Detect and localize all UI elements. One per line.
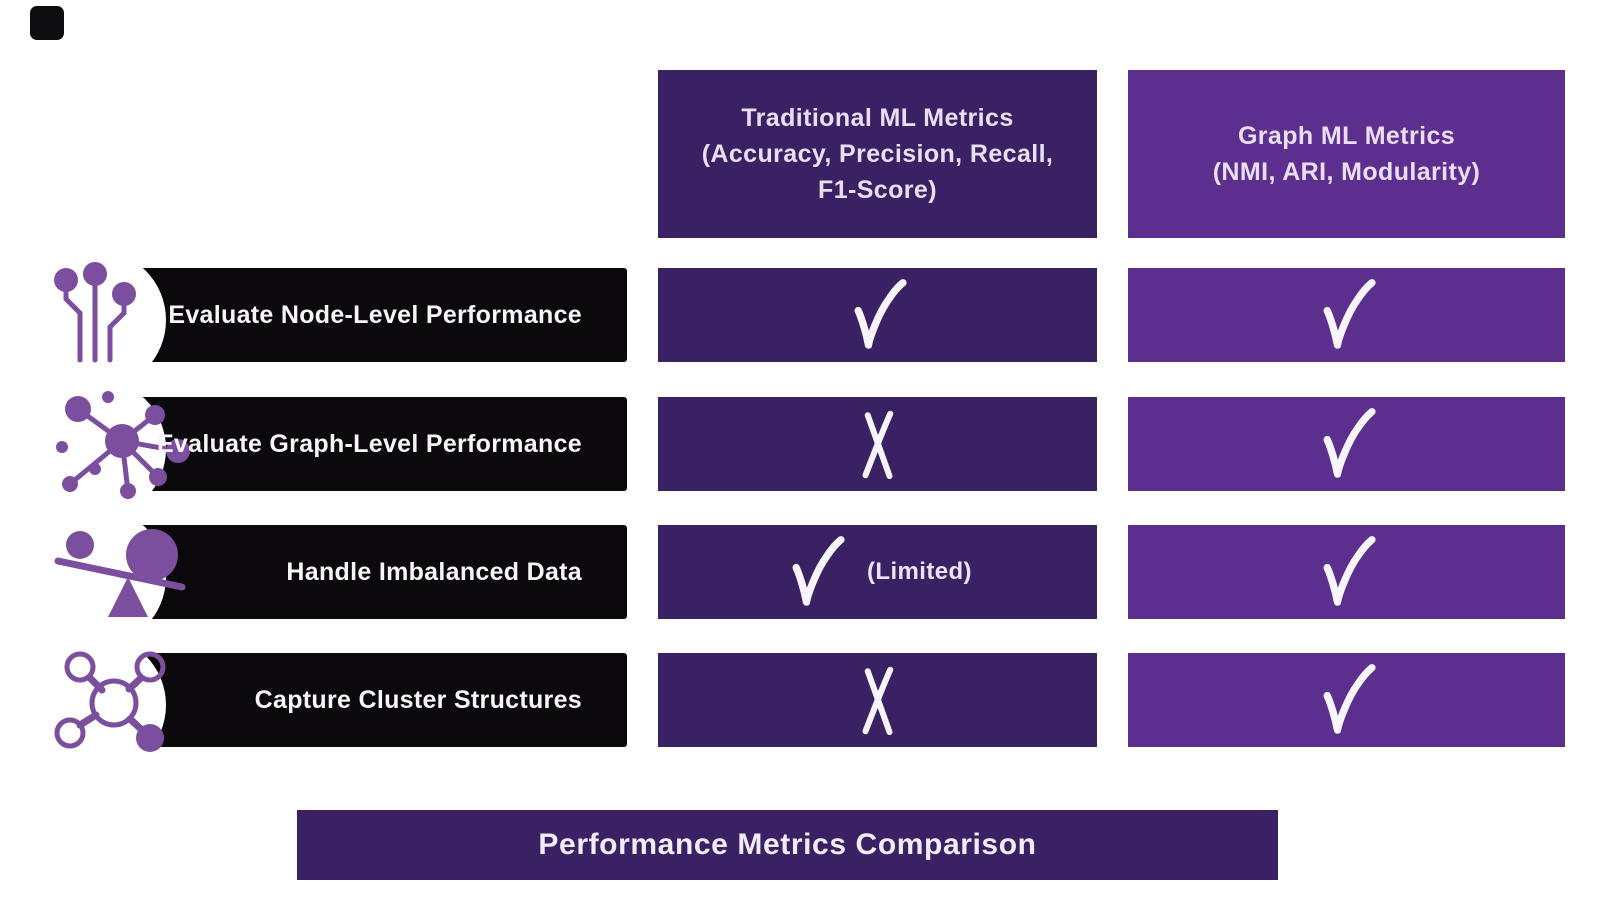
check-mark-icon [1314,278,1380,352]
column-header-line: F1-Score) [818,176,937,205]
corner-marker [30,6,64,40]
check-mark-icon [1314,535,1380,609]
check-mark-icon [1314,407,1380,481]
title-bar: Performance Metrics Comparison [297,810,1278,880]
row-label-bar: Evaluate Graph-Level Performance [100,397,627,491]
node-pins-icon [50,260,195,375]
cell-traditional: (Limited) [658,525,1097,619]
network-hub-icon [50,389,195,504]
table-row: Handle Imbalanced Data (Limited) [0,507,1600,647]
row-label: Capture Cluster Structures [254,685,582,714]
cell-traditional [658,268,1097,362]
cross-mark-icon [855,663,900,738]
column-header-graph: Graph ML Metrics (NMI, ARI, Modularity) [1128,70,1565,238]
imbalanced-scale-icon [50,517,195,632]
check-mark-icon [1314,663,1380,737]
column-header-line: Graph ML Metrics [1237,121,1456,150]
cluster-structure-icon [50,645,195,760]
table-row: Evaluate Graph-Level Performance [0,379,1600,519]
check-mark-icon [845,278,911,352]
cell-graph [1128,397,1565,491]
column-header-traditional: Traditional ML Metrics (Accuracy, Precis… [658,70,1097,238]
row-label: Handle Imbalanced Data [286,557,582,586]
cell-note: (Limited) [867,558,972,585]
check-mark-icon [783,535,849,609]
page-title: Performance Metrics Comparison [538,828,1037,861]
icon-notch [26,379,166,519]
row-label-bar: Capture Cluster Structures [100,653,627,747]
cell-traditional [658,653,1097,747]
cross-mark-icon [855,407,900,482]
cell-graph [1128,268,1565,362]
table-row: Capture Cluster Structures [0,635,1600,775]
column-header-line: (NMI, ARI, Modularity) [1212,158,1481,186]
cell-traditional [658,397,1097,491]
column-header-line: (Accuracy, Precision, Recall, [701,139,1054,168]
row-label: Evaluate Graph-Level Performance [156,429,582,458]
row-label-bar: Evaluate Node-Level Performance [100,268,627,362]
cell-graph [1128,525,1565,619]
column-header-line: Traditional ML Metrics [741,103,1014,132]
row-label-bar: Handle Imbalanced Data [100,525,627,619]
cell-graph [1128,653,1565,747]
row-label: Evaluate Node-Level Performance [168,300,582,329]
table-row: Evaluate Node-Level Performance [0,250,1600,390]
